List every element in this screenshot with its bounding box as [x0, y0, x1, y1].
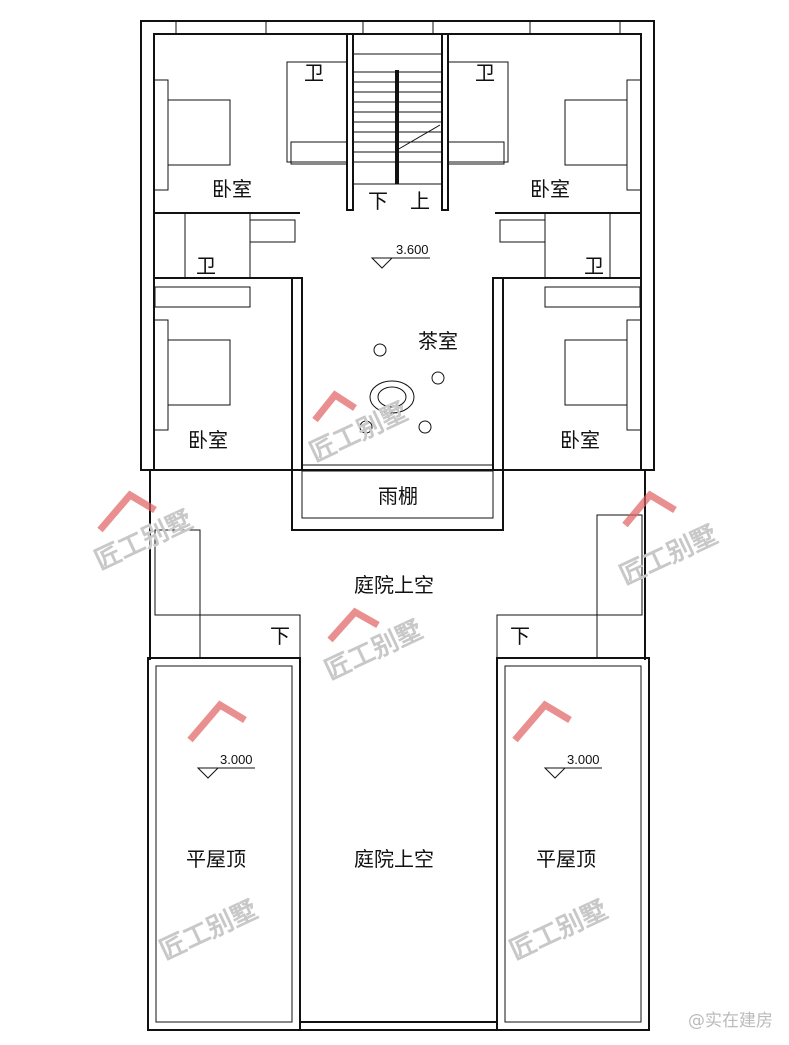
- room-label: 卧室: [530, 177, 570, 201]
- elevation-label: 3.600: [396, 242, 429, 257]
- room-label: 卫: [196, 254, 216, 278]
- room-label: 茶室: [418, 329, 458, 353]
- room-label: 卫: [304, 61, 324, 85]
- elevation-marker-roof-right: 3.000: [543, 752, 602, 779]
- watermark-logo: 匠工别墅 匠工别墅 匠工别墅 匠工别墅 匠工别墅 匠工别墅: [90, 390, 722, 966]
- elevation-label: 3.000: [567, 752, 600, 767]
- walls: [140, 20, 655, 1031]
- svg-text:匠工别墅: 匠工别墅: [615, 520, 722, 591]
- svg-text:匠工别墅: 匠工别墅: [90, 505, 197, 576]
- room-label: 卫: [475, 61, 495, 85]
- stair-label: 上: [410, 189, 430, 213]
- elevation-marker-roof-left: 3.000: [196, 752, 255, 779]
- svg-text:匠工别墅: 匠工别墅: [155, 895, 262, 966]
- room-label: 雨棚: [378, 484, 418, 508]
- stair-label: 下: [270, 624, 290, 648]
- room-label: 卧室: [560, 428, 600, 452]
- room-label: 卫: [584, 254, 604, 278]
- room-label: 卧室: [212, 177, 252, 201]
- room-labels: 卧室 卧室 卧室 卧室 卫 卫 卫 卫 茶室 雨棚 庭院上空 庭院上空 平屋顶 …: [186, 61, 604, 871]
- credit-watermark: @实在建房: [688, 1011, 773, 1031]
- room-label: 庭院上空: [354, 573, 434, 597]
- stair-label: 下: [368, 189, 388, 213]
- beds: [153, 79, 642, 431]
- elevation-label: 3.000: [220, 752, 253, 767]
- stair-label: 下: [510, 624, 530, 648]
- elevation-marker-floor: 3.600: [370, 242, 430, 269]
- main-stair: [352, 53, 443, 185]
- room-label: 卧室: [188, 428, 228, 452]
- tea-table-icon: [359, 343, 445, 434]
- room-label: 庭院上空: [354, 847, 434, 871]
- room-label: 平屋顶: [186, 847, 246, 871]
- room-label: 平屋顶: [536, 847, 596, 871]
- svg-text:匠工别墅: 匠工别墅: [505, 895, 612, 966]
